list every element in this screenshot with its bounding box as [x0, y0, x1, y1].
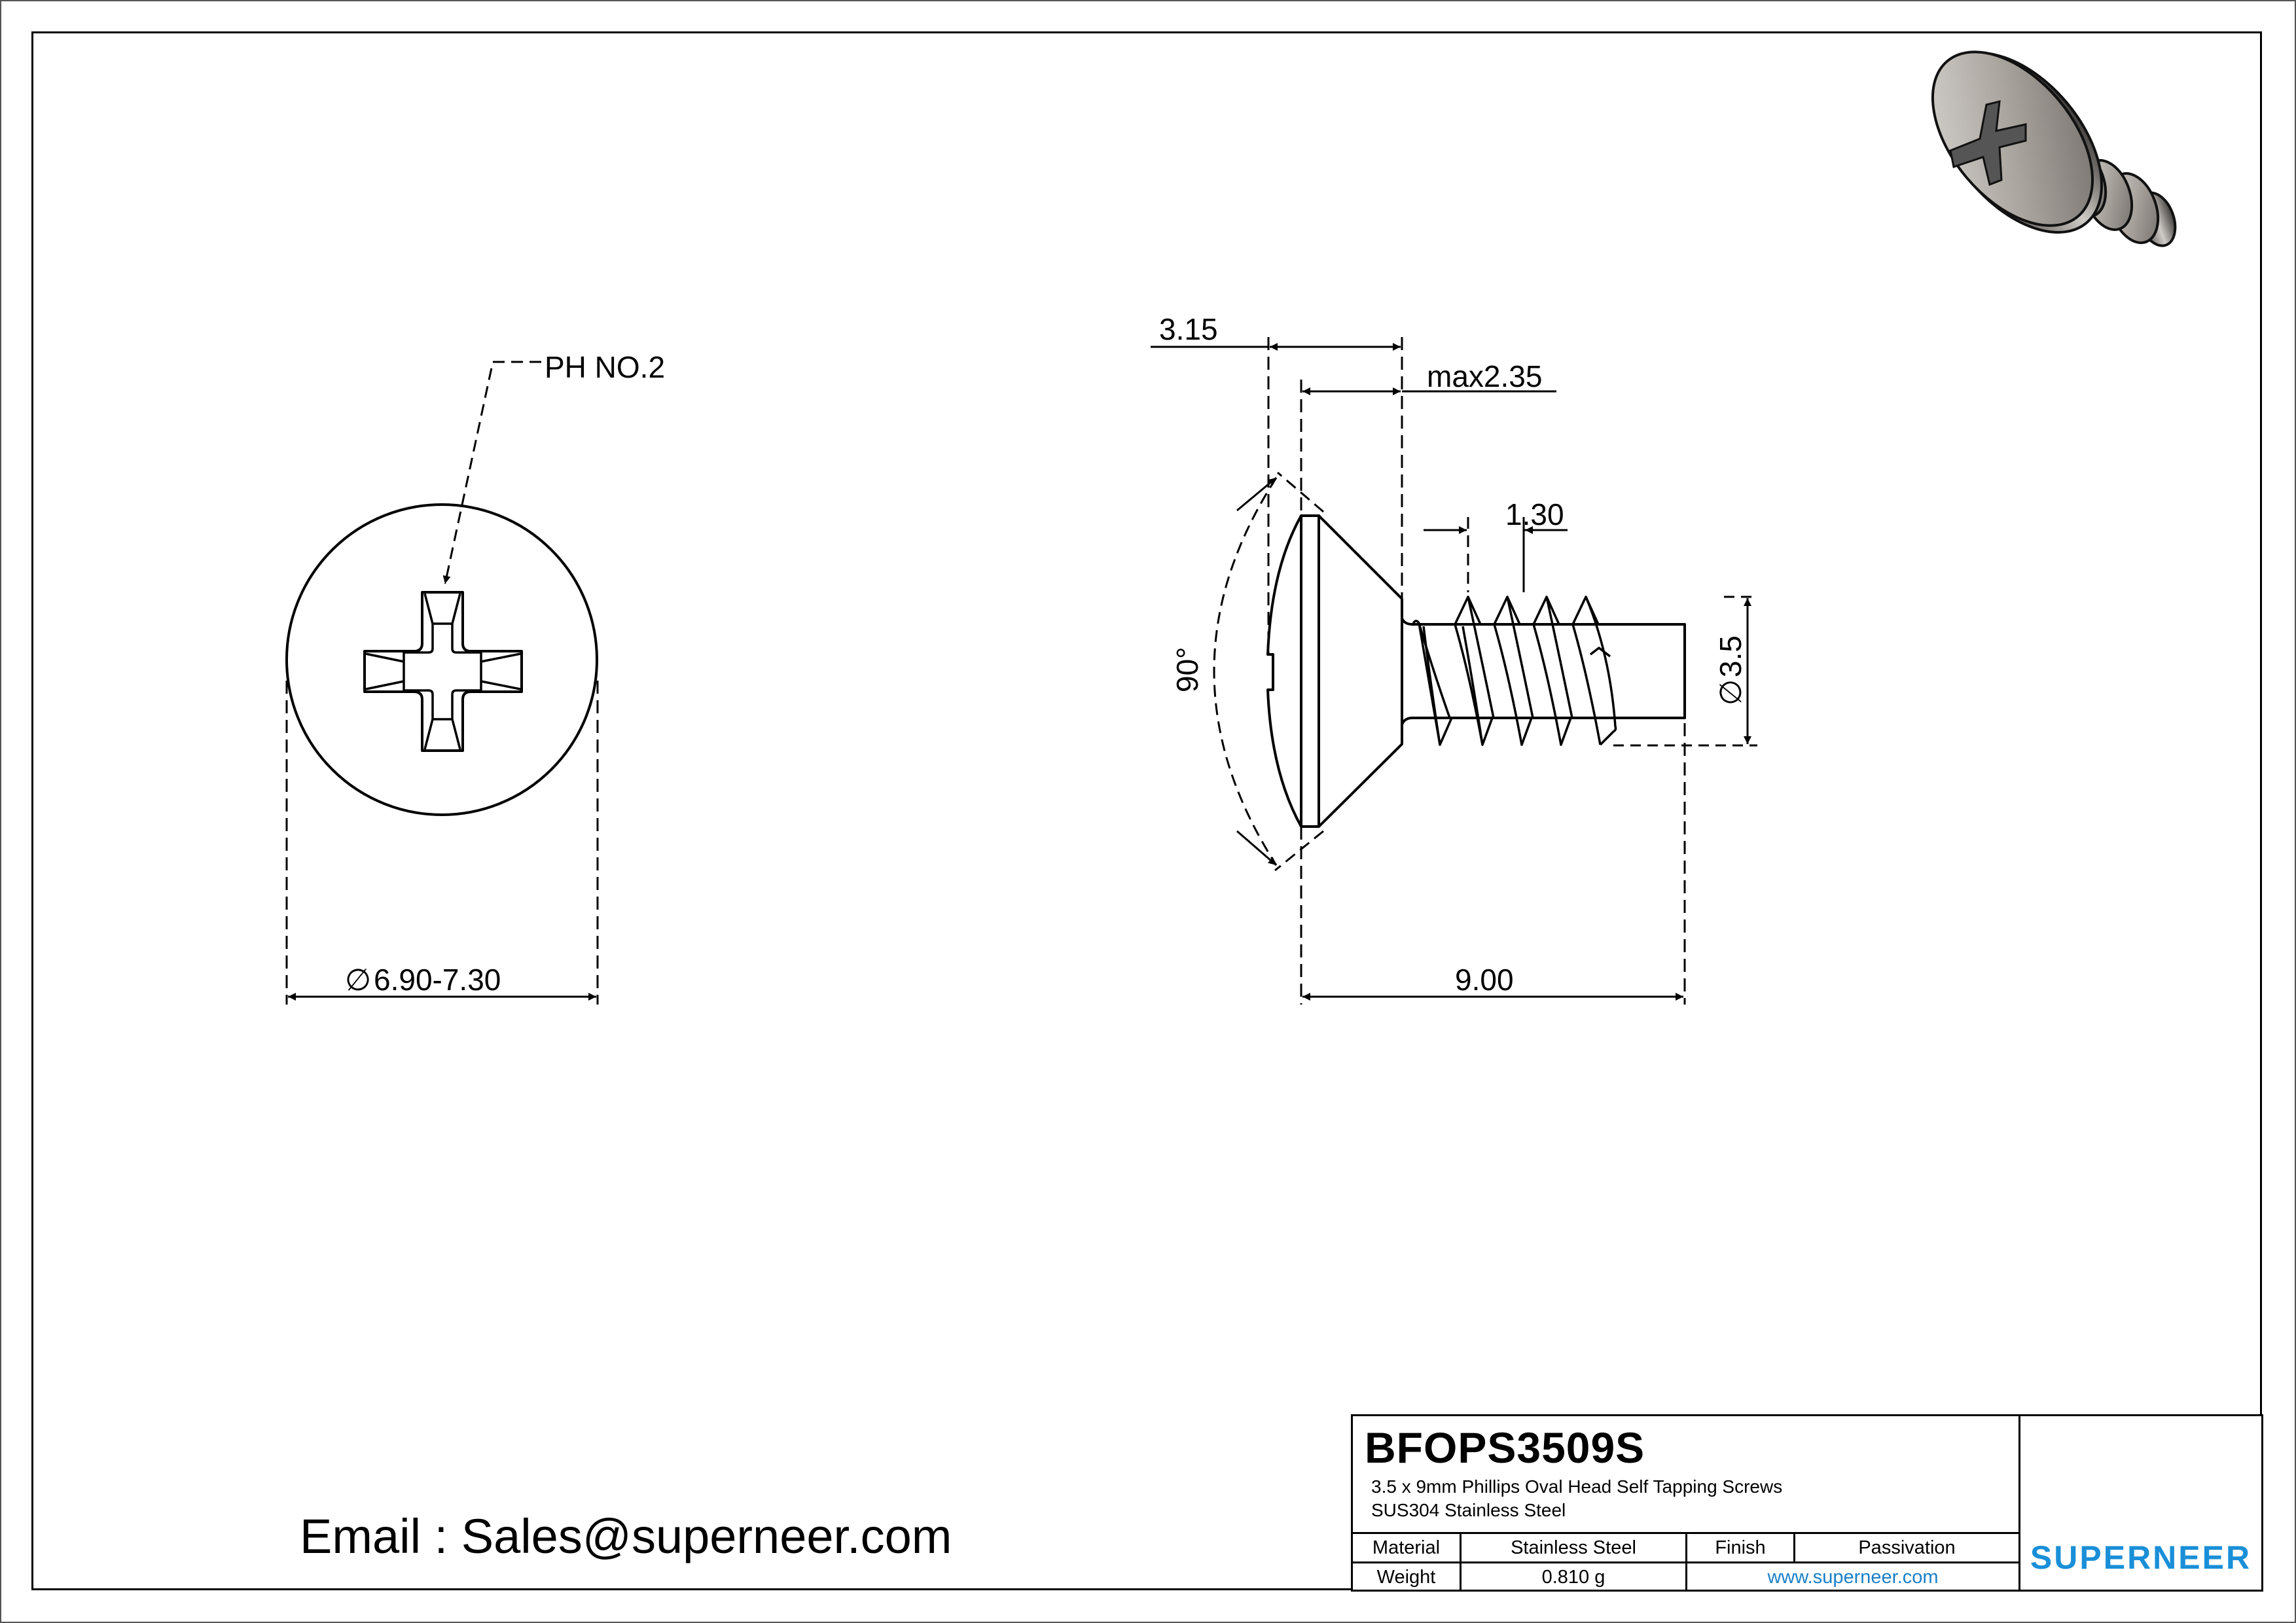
material-label: Material	[1353, 1534, 1462, 1562]
part-number: BFOPS3509S	[1365, 1423, 1645, 1472]
weight-value: 0.810 g	[1462, 1563, 1687, 1592]
phillips-recess-icon	[363, 591, 523, 752]
thread-pitch-dimension	[1424, 517, 1568, 592]
head-angle-dimension	[1213, 471, 1324, 872]
thread-diameter-symbol: ∅	[1713, 679, 1748, 705]
head-diameter-value: 6.90-7.30	[374, 963, 501, 997]
title-block-logo: SUPERNEER	[2020, 1416, 2261, 1590]
screw-3d-preview-icon	[1931, 50, 2177, 247]
finish-label: Finish	[1687, 1534, 1795, 1562]
head-max-label: max2.35	[1427, 359, 1542, 393]
recess-callout-leader	[442, 361, 541, 584]
recess-callout-label: PH NO.2	[545, 350, 665, 384]
part-material-spec: SUS304 Stainless Steel	[1371, 1500, 1566, 1520]
contact-email[interactable]: Email : Sales@superneer.com	[300, 1509, 952, 1563]
website-link[interactable]: www.superneer.com	[1767, 1567, 1939, 1588]
logo-wordmark: SUPERNEER	[2030, 1539, 2252, 1576]
head-angle-label: 90°	[1170, 647, 1204, 692]
front-view	[285, 503, 598, 816]
head-diameter-symbol: ∅	[345, 963, 371, 997]
thread-diameter-value: 3.5	[1713, 635, 1748, 677]
title-block: BFOPS3509S 3.5 x 9mm Phillips Oval Head …	[1351, 1414, 2263, 1592]
head-diameter-dimension	[285, 681, 599, 1005]
weight-label: Weight	[1353, 1563, 1462, 1592]
head-max-dimension	[1300, 380, 1556, 516]
title-row-weight: Weight 0.810 g www.superneer.com	[1353, 1561, 2018, 1592]
length-label: 9.00	[1455, 963, 1514, 997]
part-description: 3.5 x 9mm Phillips Oval Head Self Tappin…	[1371, 1476, 1783, 1497]
head-height-dimension	[1151, 337, 1403, 654]
thread-pitch-label: 1.30	[1505, 497, 1564, 531]
title-row-material: Material Stainless Steel Finish Passivat…	[1353, 1532, 2018, 1562]
material-value: Stainless Steel	[1462, 1534, 1687, 1562]
side-view	[1266, 514, 1686, 828]
length-dimension	[1300, 723, 1686, 1005]
finish-value: Passivation	[1858, 1537, 1956, 1558]
title-block-info: BFOPS3509S 3.5 x 9mm Phillips Oval Head …	[1353, 1416, 2020, 1592]
head-height-label: 3.15	[1159, 312, 1218, 346]
head-outline-circle	[285, 503, 598, 816]
sheet-drawing-frame	[31, 31, 2262, 1590]
